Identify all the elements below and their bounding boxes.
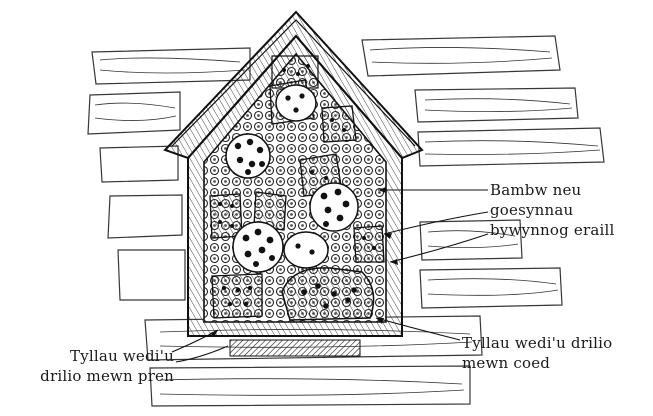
label-drilled-wood-block: Tyllau wedi'u drilio mewn pren: [4, 346, 174, 386]
label-line: mewn coed: [462, 353, 612, 373]
label-drilled-log: Tyllau wedi'u drilio mewn coed: [462, 333, 612, 373]
label-line: Bambw neu: [490, 180, 615, 200]
base-shadow: [230, 340, 360, 356]
label-line: Tyllau wedi'u: [4, 346, 174, 366]
label-bamboo: Bambw neu goesynnau bywynnog eraill: [490, 180, 615, 240]
big-drilled-log: [282, 268, 374, 320]
label-line: Tyllau wedi'u drilio: [462, 333, 612, 353]
label-line: bywynnog eraill: [490, 220, 615, 240]
label-line: drilio mewn pren: [4, 366, 174, 386]
label-line: goesynnau: [490, 200, 615, 220]
